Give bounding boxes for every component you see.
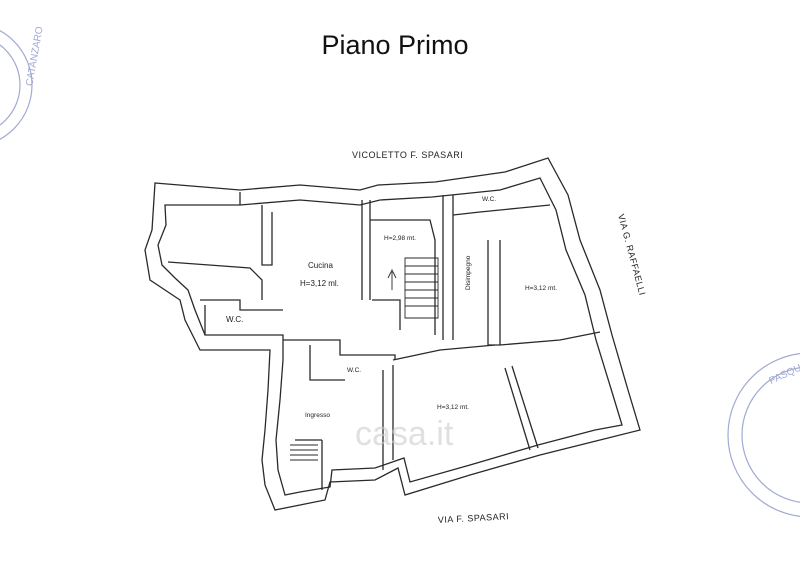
room-label-wc-center: W.C.	[347, 367, 361, 374]
room-label-disimpegno: Disimpegno	[465, 255, 472, 290]
room-height-cucina: H=3,12 ml.	[300, 279, 339, 288]
room-label-ingresso: Ingresso	[305, 412, 330, 419]
room-height-bottom: H=3,12 mt.	[437, 404, 469, 411]
street-east: VIA G. RAFFAELLI	[616, 213, 647, 297]
room-label-cucina: Cucina	[308, 261, 333, 270]
page-title: Piano Primo	[321, 30, 469, 60]
street-north: VICOLETTO F. SPASARI	[352, 150, 463, 160]
room-label-wc-top-right: W.C.	[482, 196, 496, 203]
staircase	[290, 257, 439, 461]
stamp-left: CATANZARO	[0, 25, 46, 140]
street-south: VIA F. SPASARI	[438, 511, 510, 525]
room-height-right: H=3,12 mt.	[525, 285, 557, 292]
walls	[144, 157, 641, 511]
stamp-right-text: PASQUA	[768, 360, 800, 387]
watermark: casa.it	[355, 415, 454, 453]
room-height-top: H=2,98 mt.	[384, 235, 416, 242]
stamp-left-text: CATANZARO	[24, 25, 45, 86]
stamp-right: PASQUA	[727, 353, 800, 517]
room-label-wc-left: W.C.	[226, 315, 243, 324]
